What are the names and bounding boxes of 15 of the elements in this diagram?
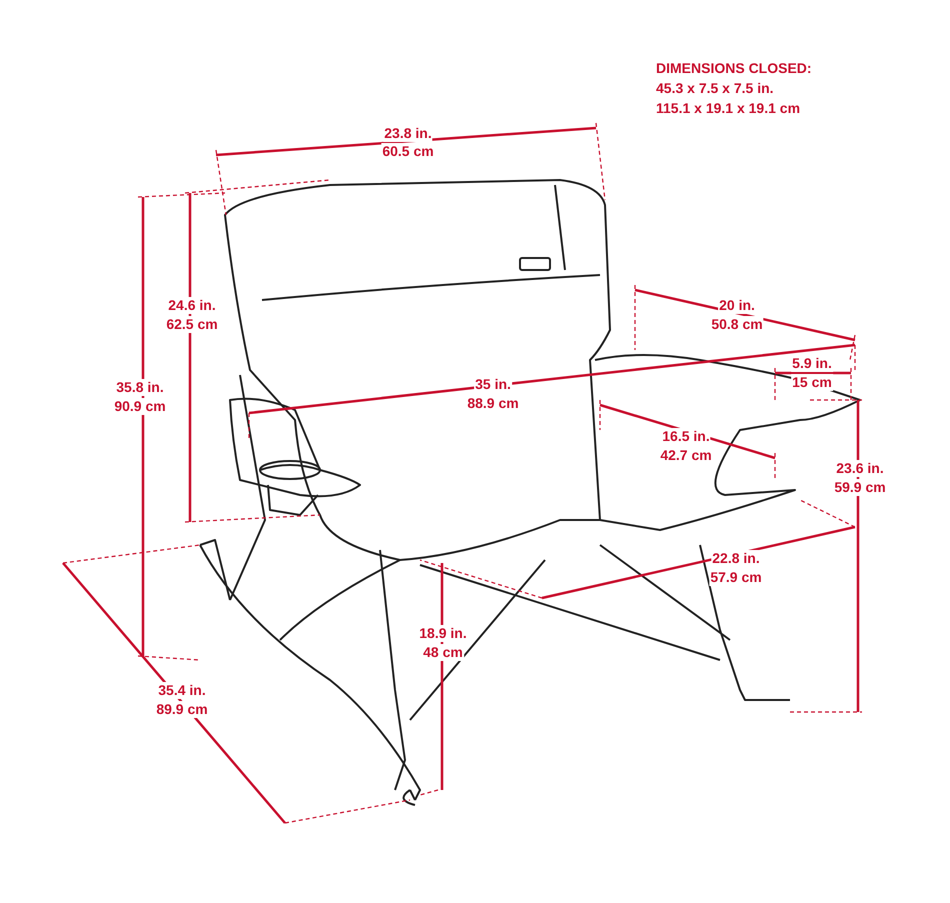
dimension-label: 20 in. <box>718 297 756 314</box>
dimension-label: 18.9 in. <box>418 625 468 642</box>
dimension-label: 48 cm <box>422 644 464 661</box>
dimension-label: 23.8 in. <box>383 125 433 142</box>
dimension-label: 62.5 cm <box>165 316 219 333</box>
dimension-label: 35.8 in. <box>115 379 165 396</box>
dimension-label: 23.6 in. <box>835 460 885 477</box>
dimension-label: 24.6 in. <box>167 297 217 314</box>
dimension-label: 5.9 in. <box>791 355 833 372</box>
dimension-label: 90.9 cm <box>113 398 167 415</box>
dimension-label: 59.9 cm <box>833 479 887 496</box>
dimension-label: 89.9 cm <box>155 701 209 718</box>
dimension-label: 57.9 cm <box>709 569 763 586</box>
dimension-label: 35.4 in. <box>157 682 207 699</box>
dimension-label: 15 cm <box>791 374 833 391</box>
